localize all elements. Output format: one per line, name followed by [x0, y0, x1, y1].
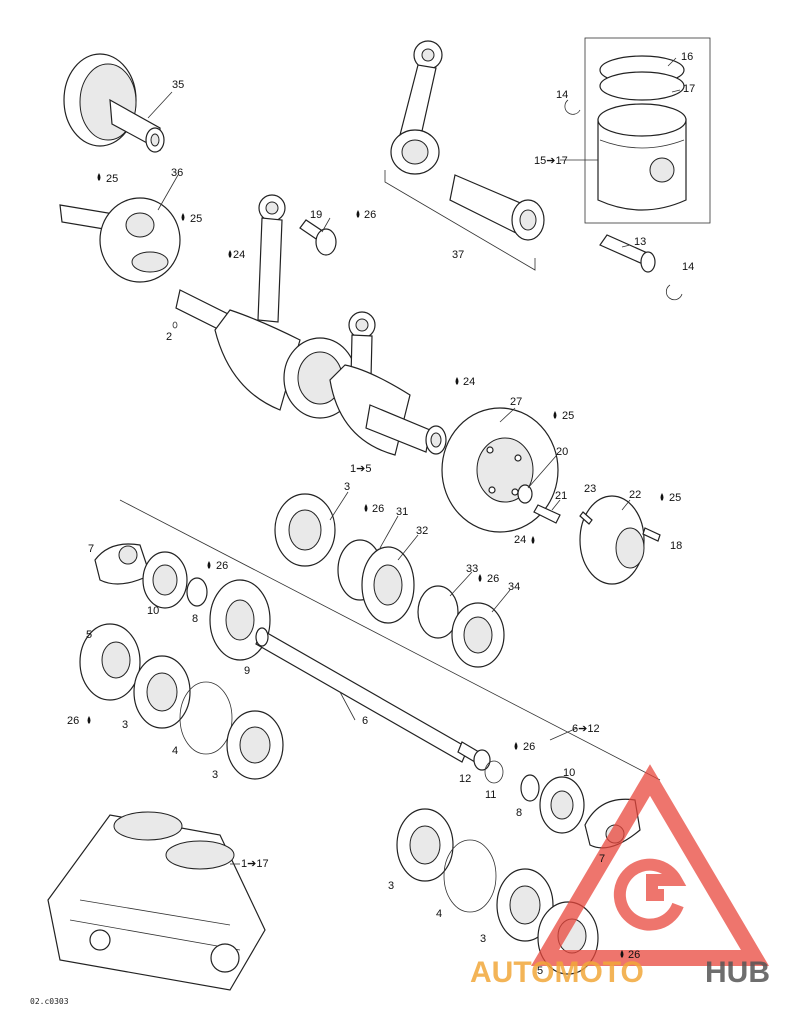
label-26: 26 — [523, 741, 535, 753]
part-4-o-ring-right — [443, 839, 497, 913]
label-10: 10 — [147, 605, 159, 617]
label-37: 37 — [452, 249, 464, 261]
label-18: 18 — [670, 540, 682, 552]
label-24: 24 — [463, 376, 475, 388]
engine-block — [47, 811, 266, 991]
label-3: 3 — [480, 933, 486, 945]
part-27-flywheel — [441, 407, 561, 533]
label-25: 25 — [190, 213, 202, 225]
label-5: 5 — [537, 965, 543, 977]
watermark-text-automoto: AUTOMOTO — [470, 956, 644, 989]
part-12-needle-bearing — [457, 741, 491, 771]
part-13-piston-pin — [599, 234, 683, 301]
label-13: 13 — [634, 236, 646, 248]
part-11-ring — [484, 760, 504, 784]
label-25: 25 — [106, 173, 118, 185]
label-14: 14 — [682, 261, 694, 273]
label-3: 3 — [122, 719, 128, 731]
label-26: 26 — [216, 560, 228, 572]
part-3-bearing-upper — [274, 493, 336, 567]
label-24: 24 — [233, 249, 245, 261]
label-32: 32 — [416, 525, 428, 537]
crankshaft-assembly — [172, 194, 447, 456]
label-20: 20 — [556, 446, 568, 458]
part-19-needle-bearing — [299, 219, 337, 256]
label-25: 25 — [669, 492, 681, 504]
part-3-bearing-left — [133, 655, 191, 729]
label-26: 26 — [628, 949, 640, 961]
part-5-seal-left — [79, 623, 141, 701]
watermark-logo — [530, 764, 770, 966]
leader-lines — [147, 57, 681, 865]
label-12: 12 — [459, 773, 471, 785]
label-4: 4 — [172, 745, 178, 757]
part-10-bearing-left — [142, 551, 188, 609]
label-6: 6 — [362, 715, 368, 727]
label-31: 31 — [396, 506, 408, 518]
label-26: 26 — [67, 715, 79, 727]
label-7: 7 — [88, 543, 94, 555]
lubricant-drop-markers — [87, 173, 664, 958]
part-8-ring-right — [520, 774, 540, 802]
part-22-coupler — [579, 495, 661, 585]
part-8-ring-left — [186, 577, 208, 607]
label-4: 4 — [436, 908, 442, 920]
label-36: 36 — [171, 167, 183, 179]
label-5: 5 — [86, 629, 92, 641]
label-15-17: 15➔17 — [534, 155, 568, 167]
label-27: 27 — [510, 396, 522, 408]
label-1-5: 1➔5 — [350, 463, 371, 475]
label-3: 3 — [344, 481, 350, 493]
watermark-text-hub: HUB — [705, 956, 770, 989]
label-26: 26 — [487, 573, 499, 585]
part-9-gear — [209, 579, 271, 661]
part-33-34-bearing — [417, 585, 505, 668]
label-2: 2 — [166, 331, 172, 343]
label-8: 8 — [192, 613, 198, 625]
part-3-bearing-left-2 — [226, 710, 284, 780]
part-3-bearing-right — [396, 808, 454, 882]
label-22: 22 — [629, 489, 641, 501]
label-6-12: 6➔12 — [572, 723, 600, 735]
callout-labels: 35 25 36 25 24 2 19 26 37 14 16 17 15➔17… — [67, 51, 695, 977]
label-14: 14 — [556, 89, 568, 101]
label-24: 24 — [514, 534, 526, 546]
label-26: 26 — [364, 209, 376, 221]
label-25: 25 — [562, 410, 574, 422]
part-31-32-gears — [337, 539, 415, 624]
part-36-crank-half — [59, 197, 181, 283]
label-3: 3 — [388, 880, 394, 892]
label-26: 26 — [372, 503, 384, 515]
part-4-o-ring-left — [179, 681, 233, 755]
label-3: 3 — [212, 769, 218, 781]
label-1-17: 1➔17 — [241, 858, 269, 870]
label-7: 7 — [599, 853, 605, 865]
shaft-guide-line — [119, 499, 661, 781]
part-35-crank-half — [63, 53, 165, 153]
label-33: 33 — [466, 563, 478, 575]
label-34: 34 — [508, 581, 520, 593]
part-7-seal-left — [94, 543, 151, 585]
part-3-bearing-right-2 — [496, 868, 554, 942]
label-9: 9 — [244, 665, 250, 677]
piston-assembly-box — [564, 37, 711, 224]
label-19: 19 — [310, 209, 322, 221]
part-6-drive-shaft — [255, 627, 469, 763]
label-8: 8 — [516, 807, 522, 819]
label-16: 16 — [681, 51, 693, 63]
part-10-bearing-right — [539, 776, 585, 834]
diagram-code: 02.c0303 — [30, 997, 69, 1006]
part-37-connecting-rod — [384, 40, 545, 271]
label-10: 10 — [563, 767, 575, 779]
label-11: 11 — [485, 789, 496, 801]
label-35: 35 — [172, 79, 184, 91]
label-23: 23 — [584, 483, 596, 495]
label-17: 17 — [683, 83, 695, 95]
label-21: 21 — [555, 490, 567, 502]
